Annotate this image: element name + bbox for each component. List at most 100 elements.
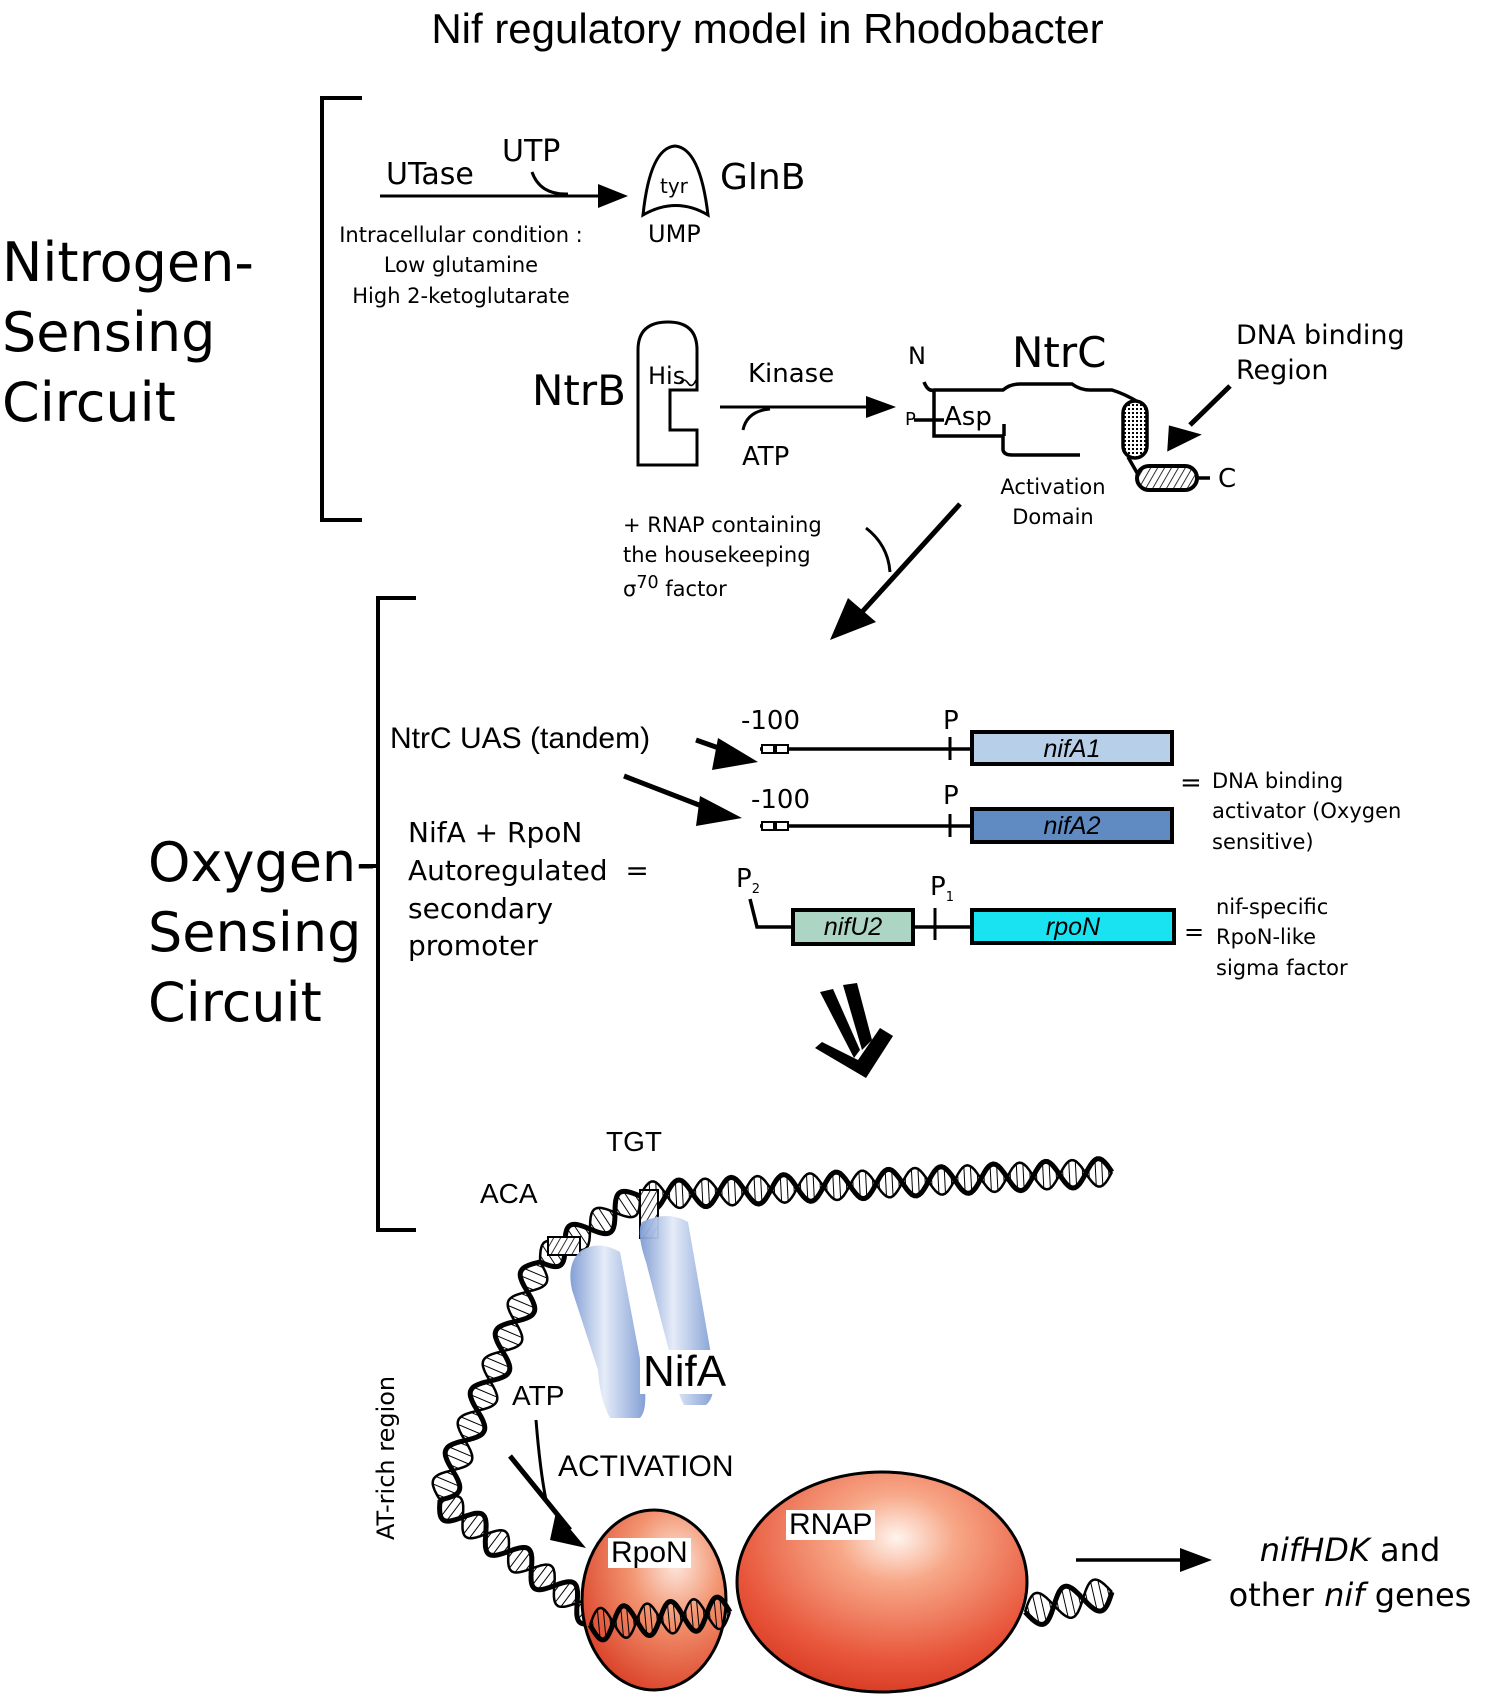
dna-upper-base-pair xyxy=(865,1171,868,1198)
dna-upper-bend-base-pair xyxy=(608,1209,616,1220)
gene-box-nifa2 xyxy=(970,807,1174,844)
dna-rnap-base-pair xyxy=(609,1616,612,1630)
dna-rnap-base-pair xyxy=(661,1612,664,1625)
dna-upper-base-pair xyxy=(1062,1169,1064,1180)
dna-upper-base-pair xyxy=(688,1188,690,1199)
activation-domain-line: Activation xyxy=(1000,475,1106,499)
dna-left-base-pair xyxy=(457,1423,482,1435)
dna-exit-base-pair xyxy=(1084,1591,1089,1604)
dna-lower-base-pair xyxy=(554,1581,572,1603)
dna-upper-base-pair xyxy=(976,1173,979,1185)
dna-upper-base-pair xyxy=(760,1176,763,1203)
rpon-gene-label: rpoN xyxy=(1045,913,1101,941)
dna-left-base-pair xyxy=(486,1374,497,1380)
dna-upper-base-pair xyxy=(1035,1170,1038,1182)
secondary-promoter-note: NifA + RpoN Autoregulated = secondary pr… xyxy=(408,814,668,965)
dna-upper-base-pair xyxy=(1048,1162,1051,1189)
dna-exit-base-pair xyxy=(1106,1586,1111,1599)
promoter-nifa2 xyxy=(760,814,970,837)
dna-lower-base-pair xyxy=(507,1548,516,1559)
rnap-note-line: + RNAP containing xyxy=(623,513,822,537)
nifa1-gene-label: nifA1 xyxy=(1043,735,1101,763)
nifa2-promoter-label: P xyxy=(943,781,959,811)
dna-left-base-pair xyxy=(498,1327,523,1339)
dna-left-base-pair xyxy=(510,1297,535,1309)
secondary-line: promoter xyxy=(408,929,538,963)
dna-rnap-base-pair xyxy=(685,1609,688,1623)
dna-lower-base-pair xyxy=(530,1566,538,1576)
dna-left-base-pair xyxy=(448,1446,473,1458)
dna-upper-base-pair xyxy=(852,1179,854,1191)
dna-rnap-base-pair xyxy=(643,1605,648,1635)
dna-upper-base-pair xyxy=(996,1164,999,1191)
nifa-description: DNA binding activator (Oxygen sensitive) xyxy=(1212,766,1412,857)
nifa-desc-line: activator (Oxygen xyxy=(1212,799,1402,824)
output-line-2: other nif genes xyxy=(1200,1573,1500,1618)
nitrogen-circuit-label: Nitrogen- Sensing Circuit xyxy=(2,228,332,439)
dna-exit-base-pair xyxy=(1048,1600,1053,1613)
other-text: other xyxy=(1228,1575,1325,1614)
dna-upper-base-pair xyxy=(969,1166,973,1193)
dna-upper-base-pair xyxy=(878,1178,881,1190)
dna-upper-base-pair xyxy=(806,1174,809,1201)
operon-line xyxy=(748,898,972,940)
dna-upper-base-pair xyxy=(858,1171,861,1198)
dna-upper-base-pair xyxy=(910,1169,914,1196)
dna-upper-base-pair xyxy=(1003,1172,1005,1183)
dna-through-rnap xyxy=(587,1578,1115,1643)
nifa-protein-label: NifA xyxy=(640,1350,730,1394)
condition-line: Low glutamine xyxy=(383,253,539,278)
dna-rnap-base-pair xyxy=(620,1607,624,1637)
rnap-note-line: the housekeeping xyxy=(623,543,811,568)
dna-rnap-base-pair xyxy=(649,1604,654,1635)
dna-rnap-strand xyxy=(588,1598,732,1639)
dna-upper-base-pair xyxy=(662,1189,664,1201)
dna-left-base-pair xyxy=(508,1322,519,1328)
dna-rnap-base-pair xyxy=(719,1598,724,1628)
rnap-sigma70-note: + RNAP containing the housekeeping σ70 f… xyxy=(623,510,863,604)
dna-lower-base-pair xyxy=(547,1578,556,1589)
dna-upper-base-pair xyxy=(898,1177,900,1189)
ntrc-dna-binding-domain xyxy=(1135,464,1199,492)
his-label: His xyxy=(648,362,686,390)
p1-subscript: 1 xyxy=(945,890,954,906)
dna-left-base-pair xyxy=(432,1483,457,1495)
dna-upper-base-pair xyxy=(838,1172,842,1199)
activation-domain-label: Activation Domain xyxy=(988,472,1118,533)
nifhdk-text: nifHDK xyxy=(1259,1531,1370,1569)
dna-upper-base-pair xyxy=(924,1176,926,1187)
output-line-1: nifHDK and xyxy=(1200,1528,1500,1573)
dna-rnap-base-pair xyxy=(679,1610,682,1623)
dna-lower-base-pair xyxy=(537,1568,554,1590)
gene-box-nifu2 xyxy=(791,908,915,946)
dna-rnap-base-pair xyxy=(672,1602,677,1632)
dna-left-base-pair xyxy=(495,1352,507,1358)
dna-left-base-pair xyxy=(470,1411,482,1418)
dna-upper-base-pair xyxy=(983,1173,985,1184)
dna-exit-strand xyxy=(1023,1578,1113,1619)
dna-upper-strand xyxy=(638,1158,1114,1210)
dna-exit-base-pair xyxy=(1039,1593,1047,1623)
utase-arrow xyxy=(380,171,628,208)
dna-upper-bend-base-pair xyxy=(591,1211,607,1234)
dna-exit-base-pair xyxy=(1097,1579,1105,1610)
dna-lower-base-pair xyxy=(508,1547,526,1569)
dna-lower-base-pair xyxy=(491,1534,509,1556)
utase-label: UTase xyxy=(386,157,474,192)
output-arrow xyxy=(1076,1548,1212,1572)
dna-binding-line: Region xyxy=(1236,355,1329,387)
dna-left-base-pair xyxy=(473,1386,498,1398)
dna-rnap-base-pair xyxy=(666,1602,671,1633)
dna-rnap-base-pair xyxy=(696,1600,700,1630)
dna-upper-base-pair xyxy=(799,1182,802,1194)
ntrb-atp-label: ATP xyxy=(742,442,790,472)
sigma70-line: σ70 factor xyxy=(623,571,863,604)
oxygen-label-line: Oxygen- xyxy=(148,831,376,894)
diagram-title: Nif regulatory model in Rhodobacter xyxy=(431,5,1104,52)
dna-left-base-pair xyxy=(495,1334,520,1346)
dna-lower-base-pair xyxy=(486,1530,503,1552)
dna-rnap-base-pair xyxy=(690,1600,694,1631)
dna-upper-base-pair xyxy=(721,1186,723,1198)
dna-left-base-pair xyxy=(448,1463,460,1470)
dna-left-base-pair xyxy=(511,1315,522,1321)
